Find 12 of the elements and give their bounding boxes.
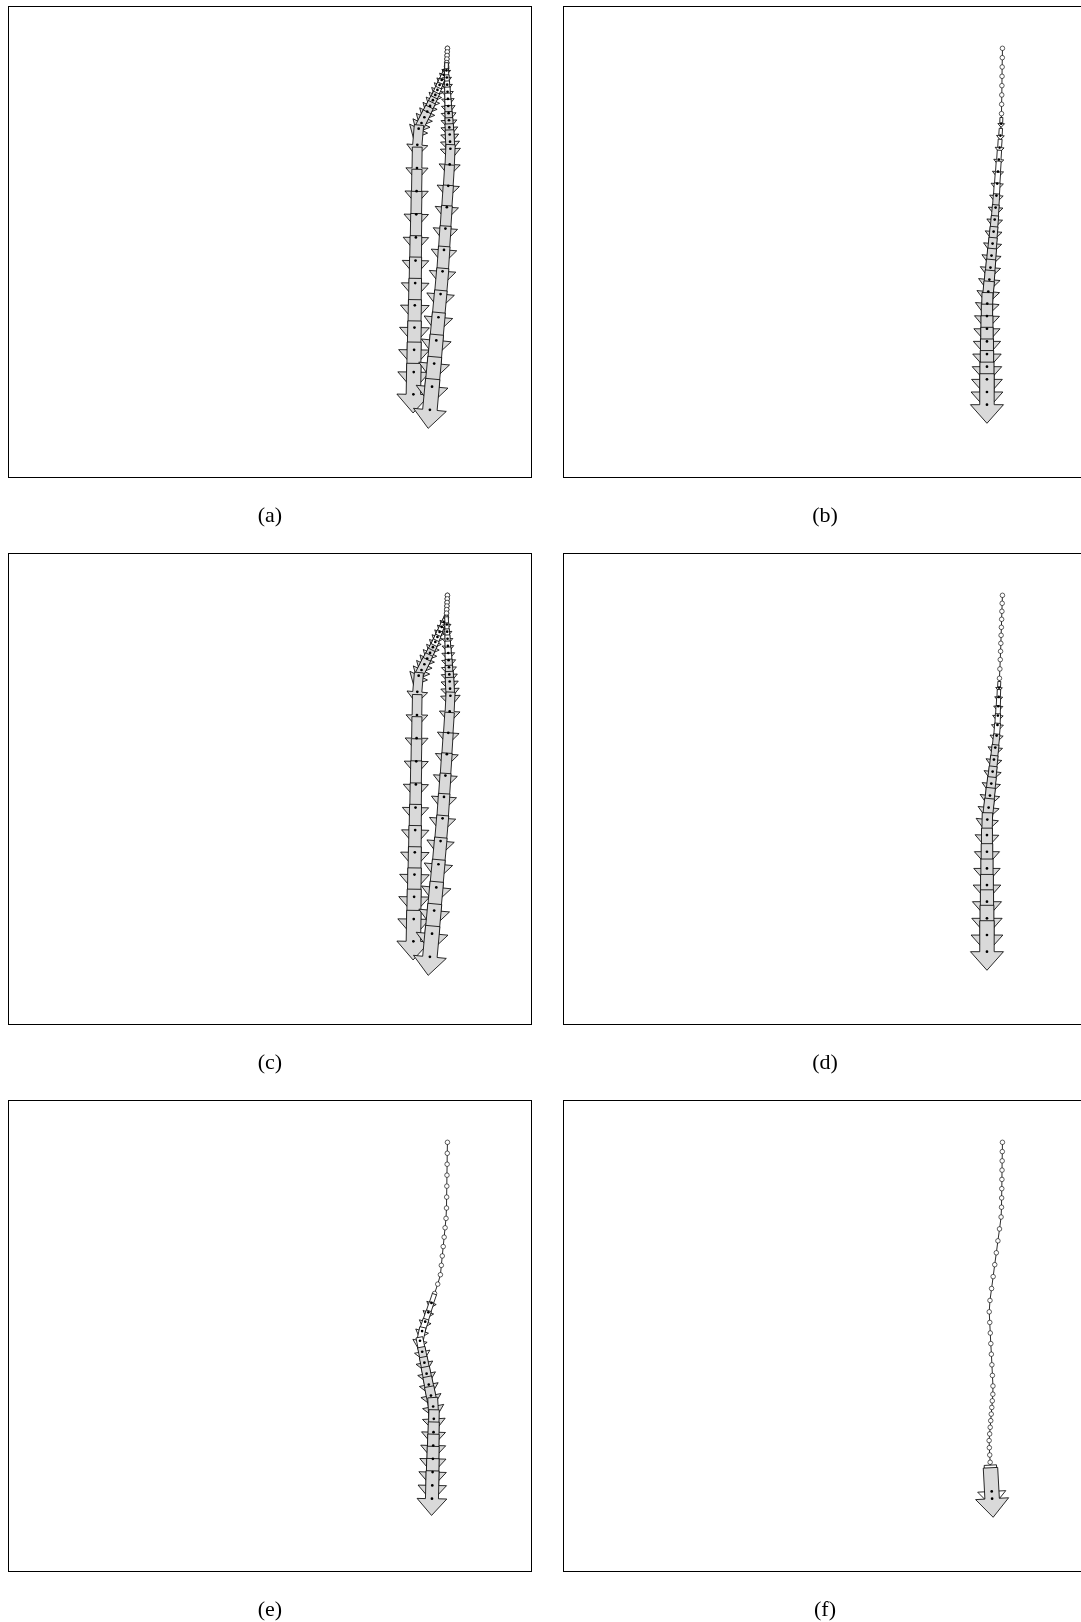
plot-frame xyxy=(563,553,1081,1025)
plot-frame xyxy=(8,6,532,478)
plot-frame xyxy=(563,6,1081,478)
panel-label: (d) xyxy=(811,1049,839,1075)
panel-label: (b) xyxy=(811,502,839,528)
panel-label: (c) xyxy=(256,1049,284,1075)
panel-label: (a) xyxy=(256,502,284,528)
plot-frame xyxy=(563,1100,1081,1572)
plot-frame xyxy=(8,553,532,1025)
plot-frame xyxy=(8,1100,532,1572)
panel-label: (e) xyxy=(256,1596,284,1622)
panel-label: (f) xyxy=(813,1596,837,1622)
